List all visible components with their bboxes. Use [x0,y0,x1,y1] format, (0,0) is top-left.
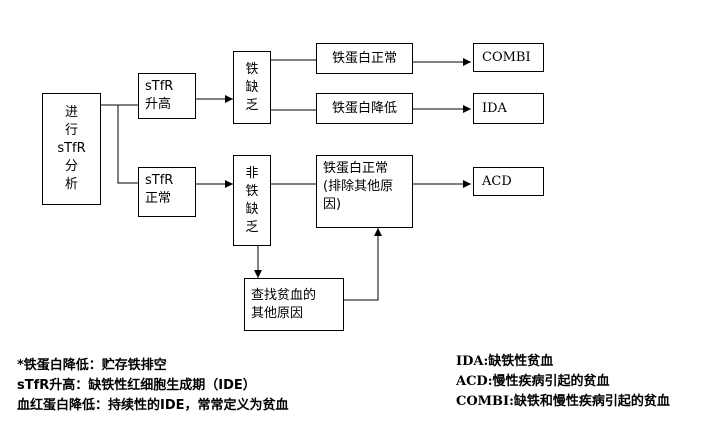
node-start: 进 行 sTfR 分 析 [42,93,101,205]
node-stfr-normal: sTfR 正常 [138,167,196,217]
edge-find-cause-to-ferritin-normal-2 [344,228,382,301]
node-acd: ACD [473,167,544,196]
node-combi: COMBI [473,43,544,72]
node-ferritin-normal: 铁蛋白正常 [316,43,413,74]
node-iron-deficiency: 铁 缺 乏 [233,51,271,124]
note-hemoglobin-low: 血红蛋白降低：持续性的IDE，常常定义为贫血 [17,398,289,413]
node-find-other-cause: 查找贫血的 其他原因 [244,278,344,331]
node-ferritin-normal-exclude: 铁蛋白正常 (排除其他原 因) [316,155,413,228]
note-ferritin-low: *铁蛋白降低：贮存铁排空 [17,358,167,373]
note-acd: ACD:慢性疾病引起的贫血 [456,374,610,389]
notes-left: *铁蛋白降低：贮存铁排空 sTfR升高：缺铁性红细胞生成期（IDE） 血红蛋白降… [17,356,289,416]
node-stfr-high: sTfR 升高 [138,73,196,119]
node-non-iron-deficiency: 非 铁 缺 乏 [233,155,271,246]
node-ida: IDA [473,93,544,124]
edge-start-to-branches [101,104,138,184]
note-combi: COMBI:缺铁和慢性疾病引起的贫血 [456,394,670,409]
note-stfr-high: sTfR升高：缺铁性红细胞生成期（IDE） [17,378,256,393]
node-ferritin-low: 铁蛋白降低 [316,93,413,124]
notes-right: IDA:缺铁性贫血 ACD:慢性疾病引起的贫血 COMBI:缺铁和慢性疾病引起的… [456,352,670,412]
note-ida: IDA:缺铁性贫血 [456,354,554,369]
